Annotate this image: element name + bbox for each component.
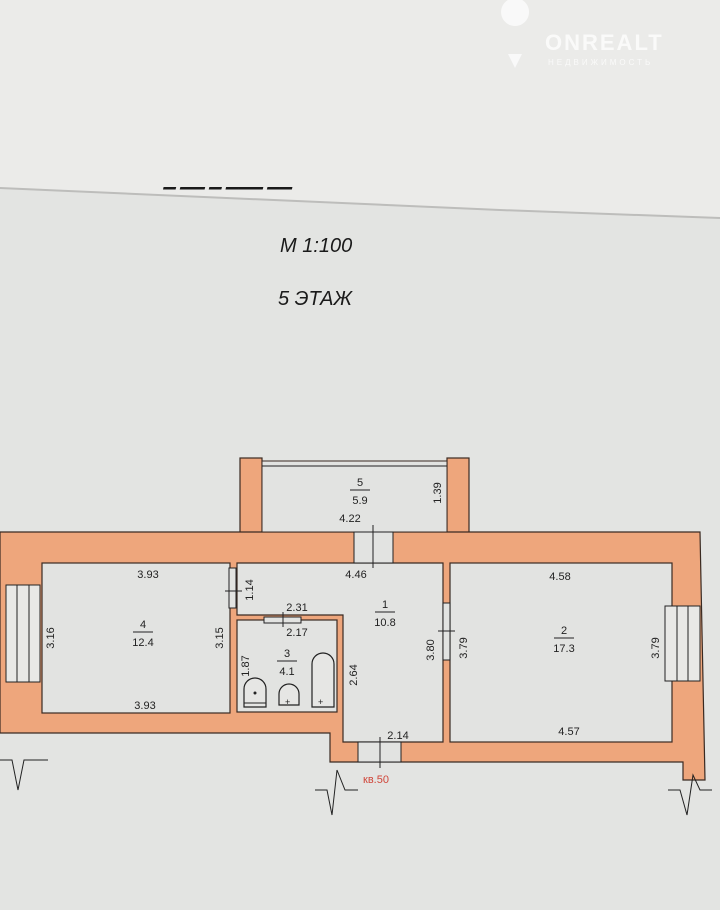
window-left [5, 584, 41, 683]
folded-paper-sheet [0, 0, 720, 218]
svg-text:3.16: 3.16 [45, 627, 57, 648]
svg-text:1.14: 1.14 [244, 579, 256, 600]
balcony [261, 460, 448, 533]
watermark-pin-icon [501, 0, 530, 68]
entrance-door [357, 737, 402, 768]
toilet-icon [278, 683, 300, 706]
room-2 [449, 562, 673, 743]
svg-text:+: + [285, 697, 290, 707]
floor-label: 5 ЭТАЖ [278, 288, 353, 310]
bathroom-fixtures: + + [243, 652, 335, 708]
window-right [664, 605, 701, 682]
room-4-number: 4 [140, 619, 146, 631]
door-bathroom [263, 612, 302, 627]
room-3-area: 4.1 [279, 666, 294, 678]
svg-text:2.31: 2.31 [286, 602, 307, 614]
room-4-area: 12.4 [132, 637, 153, 649]
svg-text:4.22: 4.22 [339, 513, 360, 525]
break-line-middle [315, 769, 358, 816]
room-5-area: 5.9 [352, 495, 367, 507]
hidden-title-fragment: ▔ ▔▔ ▔ ▔▔▔ ▔▔ [160, 187, 293, 206]
svg-text:3.93: 3.93 [134, 700, 155, 712]
apartment-number-label: кв.50 [363, 774, 389, 786]
svg-text:2.17: 2.17 [286, 627, 307, 639]
svg-text:2.64: 2.64 [348, 664, 360, 685]
room-1-area: 10.8 [374, 617, 395, 629]
svg-text:3.80: 3.80 [425, 639, 437, 660]
break-line-left [0, 759, 48, 791]
svg-text:3.79: 3.79 [650, 637, 662, 658]
svg-text:3.15: 3.15 [214, 627, 226, 648]
svg-text:3.79: 3.79 [458, 637, 470, 658]
svg-text:4.57: 4.57 [558, 726, 579, 738]
paper-fold-edge [0, 187, 720, 219]
svg-text:1.39: 1.39 [432, 482, 444, 503]
room-2-area: 17.3 [553, 643, 574, 655]
room-labels: 4 12.4 1 10.8 2 17.3 3 4.1 5 5.9 [132, 477, 574, 678]
door-room2 [438, 602, 455, 661]
door-room4 [225, 567, 242, 609]
room-5-number: 5 [357, 477, 363, 489]
watermark: ONREALT НЕДВИЖИМОСТЬ [501, 0, 664, 68]
svg-text:+: + [318, 697, 323, 707]
svg-text:2.14: 2.14 [387, 730, 408, 742]
dimension-labels: 3.93 3.93 3.16 3.15 1.14 2.31 2.17 1.87 … [45, 482, 662, 742]
balcony-door [353, 525, 394, 568]
room-3-number: 3 [284, 648, 290, 660]
watermark-subtitle: НЕДВИЖИМОСТЬ [548, 58, 653, 67]
room-1-number: 1 [382, 599, 388, 611]
svg-text:1.87: 1.87 [240, 655, 252, 676]
break-line-right [668, 773, 712, 816]
room-1 [236, 562, 444, 743]
scale-label: М 1:100 [280, 235, 352, 257]
room-2-number: 2 [561, 625, 567, 637]
svg-text:4.46: 4.46 [345, 569, 366, 581]
svg-text:4.58: 4.58 [549, 571, 570, 583]
bathtub-icon [311, 652, 335, 708]
room-4 [41, 562, 231, 714]
watermark-brand: ONREALT [545, 30, 664, 55]
svg-text:3.93: 3.93 [137, 569, 158, 581]
